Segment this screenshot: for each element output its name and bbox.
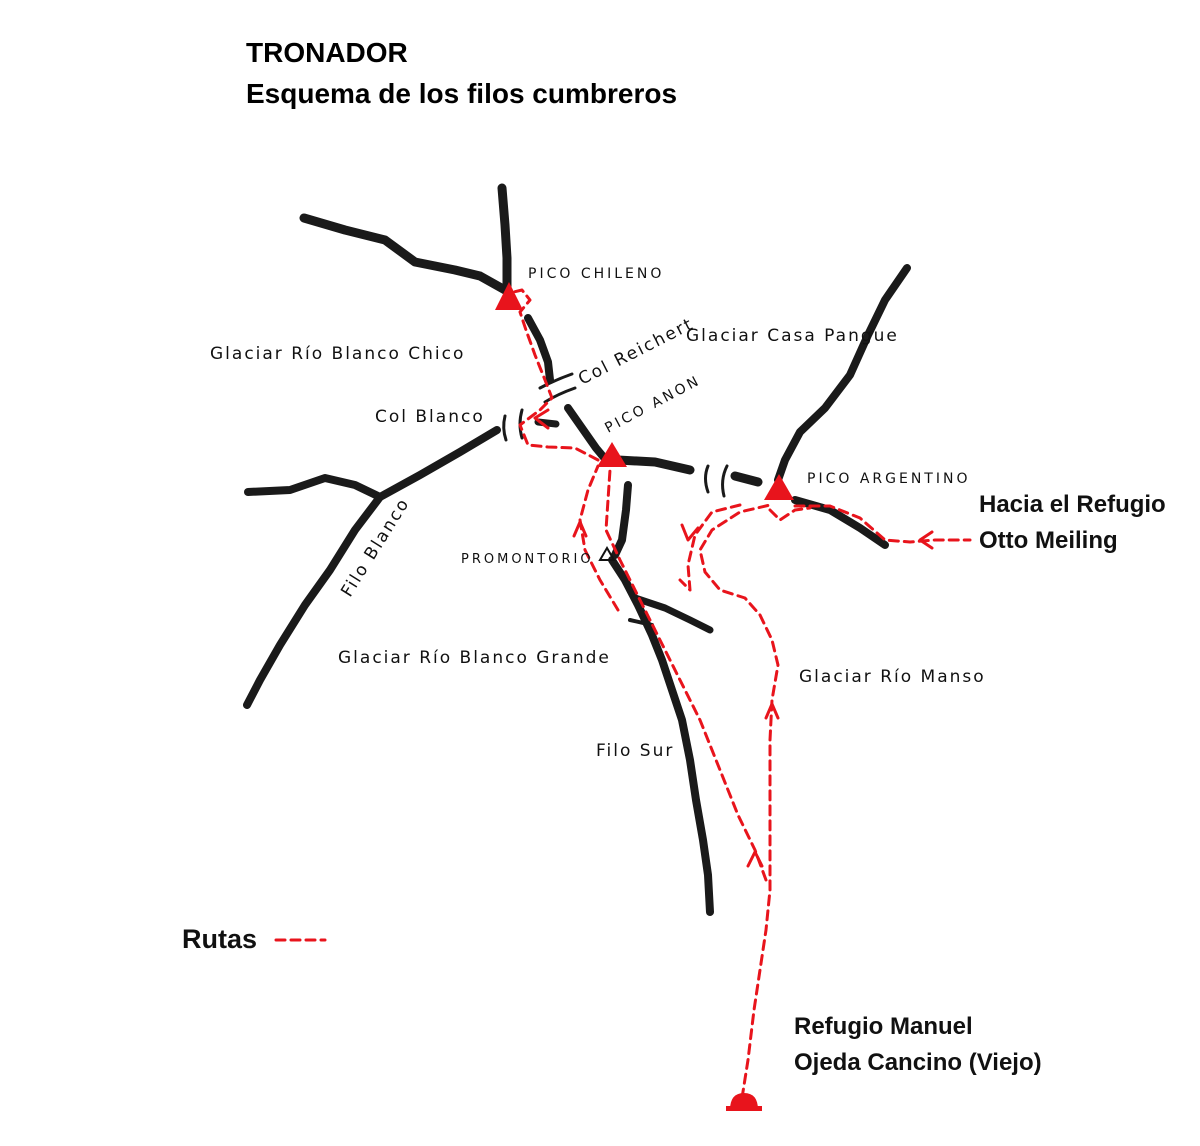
route-main-north [698, 503, 780, 1100]
ridge-anon-argentino-east [730, 471, 763, 487]
col-reichert-mark-2 [543, 386, 577, 404]
col-argentino-mark-1 [704, 464, 710, 494]
route-anon-chileno [503, 288, 600, 462]
ridge-promontorio-north [611, 481, 632, 559]
label-promontorio: PROMONTORIO [461, 552, 594, 567]
route-arrows [533, 408, 934, 868]
col-reichert-mark-1 [538, 372, 574, 390]
ridge-northwest [299, 213, 510, 295]
ridge-promontorio-spur [631, 594, 714, 634]
label-filo-sur: Filo Sur [596, 741, 674, 761]
label-meiling-line1: Hacia el Refugio [979, 491, 1166, 518]
ridge-filo-blanco [243, 426, 501, 709]
label-refugio-line2: Ojeda Cancino (Viejo) [794, 1049, 1042, 1076]
ridge-anon-argentino [613, 455, 695, 475]
peak-promontorio-icon [598, 546, 616, 561]
label-pico-argentino: PICO ARGENTINO [807, 471, 970, 487]
peak-anon-icon [597, 442, 627, 467]
arrow-down-icon [680, 523, 700, 542]
ridge-filo-blanco-spur [244, 474, 384, 501]
label-col-reichert: Col Reichert [575, 314, 697, 389]
route-filo-sur-approach [604, 468, 768, 882]
label-glaciar-casa-pangue: Glaciar Casa Pangue [686, 326, 899, 346]
label-glaciar-rio-blanco-grande: Glaciar Río Blanco Grande [338, 648, 611, 668]
ridge-filo-sur [608, 556, 714, 916]
peak-chileno-icon [495, 282, 523, 310]
route-promontorio-west [578, 464, 620, 612]
ridge-north [497, 183, 512, 295]
label-glaciar-rio-blanco-chico: Glaciar Río Blanco Chico [210, 344, 465, 364]
col-blanco-mark-1 [502, 414, 508, 442]
arrow-left-icon [918, 530, 934, 550]
ridge-casa-pangue [774, 264, 911, 484]
routes [274, 288, 972, 1100]
route-to-meiling [793, 504, 972, 544]
arrow-left-icon [533, 408, 550, 430]
ridges [243, 183, 911, 916]
arrow-up-icon [746, 850, 764, 868]
label-glaciar-rio-manso: Glaciar Río Manso [799, 667, 986, 687]
map-subtitle: Esquema de los filos cumbreros [246, 78, 677, 109]
ridge-promontorio-spur-west [628, 618, 654, 627]
label-refugio-line1: Refugio Manuel [794, 1013, 973, 1040]
map-title: TRONADOR [246, 37, 408, 68]
col-markers [502, 372, 729, 498]
peak-argentino-icon [764, 474, 794, 500]
peaks [495, 282, 794, 561]
refugio-hut-icon [726, 1093, 762, 1111]
arrow-up-icon [572, 520, 588, 538]
legend-label: Rutas [182, 924, 257, 954]
label-meiling-line2: Otto Meiling [979, 527, 1118, 554]
ridge-reichert-anon [564, 404, 610, 464]
label-col-blanco: Col Blanco [375, 407, 485, 427]
arrow-up-icon [764, 702, 780, 720]
ridge-chileno-reichert [524, 314, 554, 384]
label-pico-anon: PICO ANON [602, 372, 703, 436]
route-argentino-manso [678, 503, 742, 592]
route-argentino-loop [768, 506, 812, 522]
col-argentino-mark-2 [721, 464, 729, 498]
label-pico-chileno: PICO CHILENO [528, 266, 664, 282]
